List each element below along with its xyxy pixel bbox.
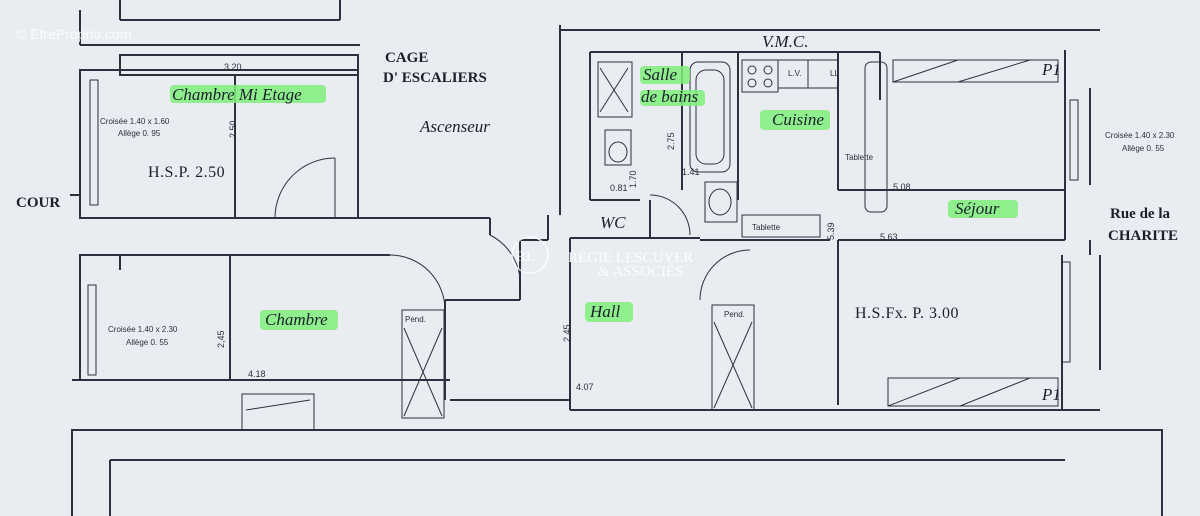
pend-label-2: Pend. xyxy=(724,310,745,319)
dim-407: 4.07 xyxy=(576,382,594,392)
hsp-label: H.S.P. 2.50 xyxy=(148,164,225,181)
dim-418: 4.18 xyxy=(248,369,266,379)
highlights xyxy=(170,66,1018,330)
escaliers-label: D' ESCALIERS xyxy=(383,70,487,86)
room-de-bains: de bains xyxy=(641,87,699,106)
p1-label-bottom: P1 xyxy=(1041,385,1061,404)
vmc-label: V.M.C. xyxy=(762,32,808,51)
room-sejour: Séjour xyxy=(955,199,1000,218)
dim-141: 1.41 xyxy=(682,167,700,177)
dim-508: 5.08 xyxy=(893,182,911,192)
dim-539: 5.39 xyxy=(826,222,836,240)
tablette-label-1: Tablette xyxy=(845,153,874,162)
hsfx-label: H.S.Fx. P. 3.00 xyxy=(855,305,959,322)
cage-label: CAGE xyxy=(385,50,428,66)
dim-170: 1.70 xyxy=(628,170,638,188)
p1-label-top: P1 xyxy=(1041,60,1061,79)
dim-245-chambre: 2,45 xyxy=(216,330,226,348)
ll-label: LL xyxy=(830,69,839,78)
window-1-allege: Allège 0. 95 xyxy=(118,129,161,138)
fixtures xyxy=(87,59,1079,431)
logo-name: RÉGIE LESCUYER xyxy=(568,249,693,266)
window-2-allege: Allège 0. 55 xyxy=(126,338,169,347)
pend-label-1: Pend. xyxy=(405,315,426,324)
dim-245-hall: 2.45 xyxy=(562,324,572,342)
window-1-size: Croisée 1.40 x 1.60 xyxy=(100,117,170,126)
window-2-size: Croisée 1.40 x 2.30 xyxy=(108,325,178,334)
window-3-size: Croisée 1.40 x 2.30 xyxy=(1105,131,1175,140)
room-chambre: Chambre xyxy=(265,310,328,329)
window-3-allege: Allège 0. 55 xyxy=(1122,144,1165,153)
room-cuisine: Cuisine xyxy=(772,110,824,129)
room-salle: Salle xyxy=(643,65,677,84)
rue-label-2: CHARITE xyxy=(1108,228,1178,244)
dim-275: 2.75 xyxy=(666,132,676,150)
dim-320: 3.20 xyxy=(224,62,242,72)
dim-250: 2.50 xyxy=(228,120,238,138)
room-hall: Hall xyxy=(589,302,621,321)
ascenseur-label: Ascenseur xyxy=(419,117,490,136)
agency-logo: RL RÉGIE LESCUYER & ASSOCIÉS xyxy=(511,236,693,280)
wc-label: WC xyxy=(600,213,626,232)
rue-label-1: Rue de la xyxy=(1110,206,1171,222)
tablette-label-2: Tablette xyxy=(752,223,781,232)
logo-monogram: RL xyxy=(516,249,535,265)
watermark: © EtreProprio.com xyxy=(16,26,131,42)
logo-sub: & ASSOCIÉS xyxy=(598,263,683,280)
lv-label: L.V. xyxy=(788,69,802,78)
cour-label: COUR xyxy=(16,195,60,211)
dim-563: 5.63 xyxy=(880,232,898,242)
dim-081: 0.81 xyxy=(610,183,628,193)
room-chambre-mi-etage: Chambre Mi Etage xyxy=(172,85,302,104)
walls xyxy=(70,0,1163,516)
